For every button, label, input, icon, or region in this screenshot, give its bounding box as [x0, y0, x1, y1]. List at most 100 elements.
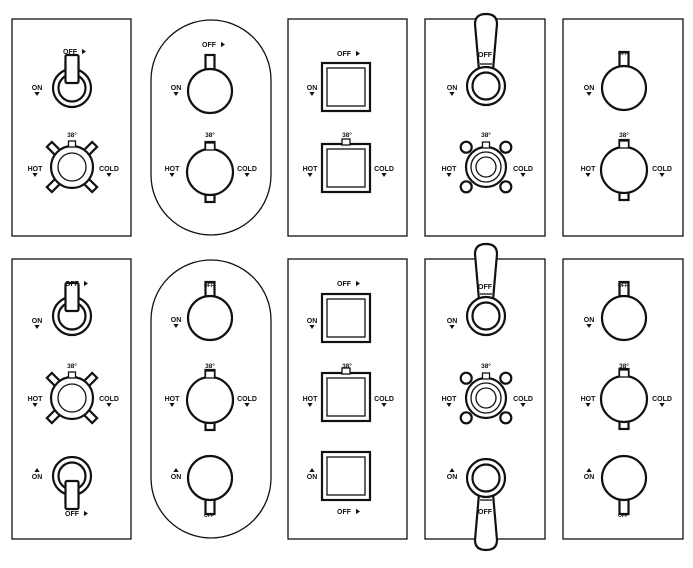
on-arrow-icon [586, 324, 592, 328]
on-label: ON [447, 318, 458, 325]
off-label: OFF [478, 52, 493, 59]
on-arrow-icon [449, 325, 455, 329]
hot-arrow-icon [585, 403, 591, 407]
on-label: ON [32, 318, 43, 325]
hot-arrow-icon [169, 403, 175, 407]
indicator-tab [204, 370, 216, 379]
off-label: OFF [337, 51, 352, 58]
hot-arrow-icon [32, 173, 38, 177]
hot-label: HOT [303, 396, 319, 403]
on-arrow-icon [34, 325, 40, 329]
on-arrow-icon [34, 468, 40, 472]
hot-arrow-icon [32, 403, 38, 407]
hot-arrow-icon [446, 173, 452, 177]
faceplates [11, 18, 684, 540]
square-outer [320, 61, 372, 113]
knob-circle [185, 147, 235, 197]
cold-arrow-icon [520, 403, 526, 407]
off-label: OFF [204, 513, 214, 519]
round-dial [51, 281, 93, 337]
arm-ball [499, 411, 513, 425]
indicator-tab [341, 138, 351, 146]
off-label: OFF [618, 51, 628, 57]
flow-knob [186, 454, 234, 516]
square-knob [320, 61, 372, 113]
square-inner [326, 456, 366, 496]
outer-ring [464, 376, 508, 420]
on-label: ON [584, 317, 595, 324]
lever-bar [64, 479, 80, 511]
indicator-tab [204, 142, 216, 151]
indicator-tab [341, 367, 351, 375]
on-arrow-icon [449, 468, 455, 472]
cross-handle [45, 371, 99, 425]
cold-label: COLD [237, 166, 257, 173]
on-label: ON [171, 85, 182, 92]
on-arrow-icon [309, 325, 315, 329]
controls: OFF ON 38° HOT COLD OFF ON 38° HOT COLD OFF ON 38° HO… [28, 12, 672, 552]
knob-circle [600, 294, 648, 342]
lever-knob [465, 242, 507, 337]
arm-ball [459, 180, 473, 194]
middle-ring [470, 151, 502, 183]
temp-label: 38° [67, 362, 77, 370]
cold-label: COLD [513, 396, 533, 403]
off-label: OFF [618, 283, 628, 289]
round-dial [51, 53, 93, 109]
inner-ring [471, 301, 501, 331]
on-arrow-icon [586, 92, 592, 96]
temp-label: 38° [619, 362, 629, 370]
hot-arrow-icon [307, 173, 313, 177]
on-arrow-icon [173, 92, 179, 96]
knob-circle [186, 454, 234, 502]
knob-circle [600, 454, 648, 502]
ornate-cross-handle [459, 371, 513, 425]
temp-label: 38° [67, 131, 77, 139]
arm-ball [459, 140, 473, 154]
porcelain-lever [473, 242, 499, 302]
ornate-cross-handle [459, 140, 513, 194]
cold-arrow-icon [244, 403, 250, 407]
faceplate [11, 18, 132, 237]
cold-arrow-icon [381, 173, 387, 177]
flow-knob [600, 50, 648, 112]
arm-ball [499, 180, 513, 194]
cold-label: COLD [374, 166, 394, 173]
on-label: ON [307, 85, 318, 92]
cold-arrow-icon [520, 173, 526, 177]
temp-label: 38° [205, 362, 215, 370]
cold-arrow-icon [106, 173, 112, 177]
off-label: OFF [618, 513, 628, 519]
off-label: OFF [63, 49, 78, 56]
outer-ring [464, 145, 508, 189]
off-label: OFF [337, 281, 352, 288]
square-outer [320, 142, 372, 194]
arm-ball [459, 411, 473, 425]
cross-handle [45, 140, 99, 194]
hot-label: HOT [442, 166, 458, 173]
temp-label: 38° [205, 131, 215, 139]
off-arrow-icon [84, 510, 88, 517]
square-outer [320, 292, 372, 344]
indicator-tab [618, 140, 630, 149]
off-label: OFF [204, 283, 214, 289]
off-label: OFF [65, 511, 80, 518]
arm-ball [459, 371, 473, 385]
porcelain-lever [473, 492, 499, 552]
square-knob [320, 292, 372, 344]
lever-bar [64, 281, 80, 313]
off-label: OFF [478, 509, 493, 516]
square-knob [320, 367, 372, 423]
cold-label: COLD [374, 396, 394, 403]
lever-knob [465, 457, 507, 552]
hot-arrow-icon [446, 403, 452, 407]
arm-ball [499, 140, 513, 154]
lever-bar [64, 53, 80, 85]
temperature-knob [599, 367, 649, 431]
hot-label: HOT [28, 166, 44, 173]
inner-ring [475, 387, 497, 409]
temp-label: 38° [481, 362, 491, 370]
on-label: ON [32, 474, 43, 481]
off-arrow-icon [84, 280, 88, 287]
cold-label: COLD [652, 396, 672, 403]
